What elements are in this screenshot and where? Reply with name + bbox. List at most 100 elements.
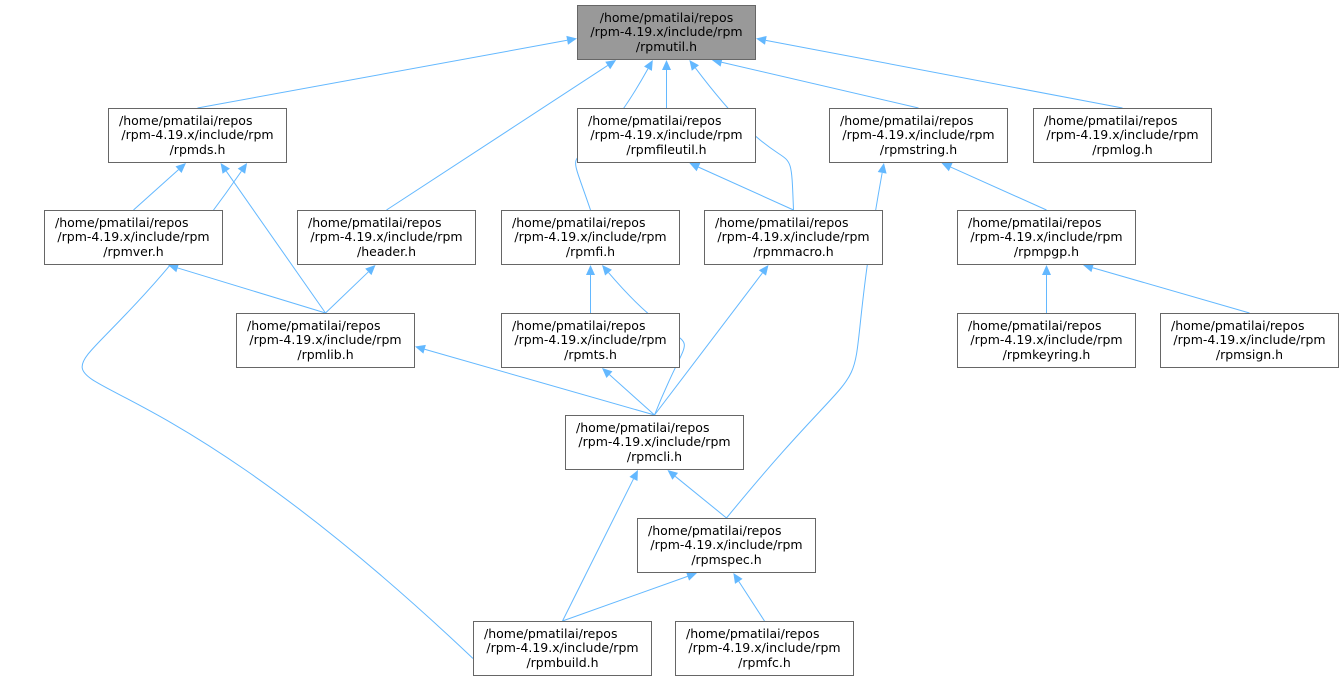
node-rpmlib-h[interactable]: /home/pmatilai/repos /rpm-4.19.x/include… xyxy=(236,313,415,368)
edge-rpmver-to-rpmds xyxy=(133,169,179,211)
node-label-line: /rpm-4.19.x/include/rpm xyxy=(590,127,743,143)
edge-rpmfc-to-rpmspec xyxy=(738,581,765,622)
node-label-line: /home/pmatilai/repos xyxy=(1171,317,1305,333)
edge-rpmsign-to-rpmpgp xyxy=(1092,267,1250,314)
node-label-line: /home/pmatilai/repos xyxy=(576,419,710,435)
node-rpmver-h[interactable]: /home/pmatilai/repos /rpm-4.19.x/include… xyxy=(44,210,223,265)
node-label-line: /rpm-4.19.x/include/rpm xyxy=(578,434,731,450)
node-label-line: /rpmstring.h xyxy=(879,141,958,157)
node-rpmstring-h[interactable]: /home/pmatilai/repos /rpm-4.19.x/include… xyxy=(829,108,1008,163)
node-rpmfileutil-h[interactable]: /home/pmatilai/repos /rpm-4.19.x/include… xyxy=(577,108,756,163)
edge-arrowhead xyxy=(1083,263,1094,273)
node-label-line: /home/pmatilai/repos xyxy=(247,317,381,333)
edge-rpmlib-to-rpmver xyxy=(177,267,326,314)
node-rpmmacro-h[interactable]: /home/pmatilai/repos /rpm-4.19.x/include… xyxy=(704,210,883,265)
node-label-line: /home/pmatilai/repos xyxy=(484,625,618,641)
node-rpmspec-h[interactable]: /home/pmatilai/repos /rpm-4.19.x/include… xyxy=(637,518,816,573)
node-label-line: /home/pmatilai/repos xyxy=(119,112,253,128)
edge-arrowhead xyxy=(168,263,179,273)
node-label-line: /rpmfileutil.h xyxy=(626,141,707,157)
node-label-line: /rpmspec.h xyxy=(691,551,762,567)
edge-rpmmacro-to-rpmfileutil xyxy=(698,166,794,211)
node-rpmcli-h[interactable]: /home/pmatilai/repos /rpm-4.19.x/include… xyxy=(565,415,744,470)
edge-rpmlog-to-rpmutil xyxy=(765,39,1123,109)
edge-arrowhead xyxy=(711,57,723,67)
node-header-h[interactable]: /home/pmatilai/repos /rpm-4.19.x/include… xyxy=(297,210,476,265)
edge-arrowhead xyxy=(644,60,653,71)
edge-arrowhead xyxy=(605,60,617,70)
edge-header-to-rpmutil xyxy=(386,65,609,211)
node-rpmutil-h: /home/pmatilai/repos /rpm-4.19.x/include… xyxy=(577,5,756,60)
node-label-line: /rpmlib.h xyxy=(297,346,354,362)
edge-arrowhead xyxy=(733,573,743,584)
node-label-line: /home/pmatilai/repos xyxy=(1044,112,1178,128)
edge-rpmbuild-to-rpmcli xyxy=(562,478,634,622)
node-rpmfi-h[interactable]: /home/pmatilai/repos /rpm-4.19.x/include… xyxy=(501,210,680,265)
node-rpmpgp-h[interactable]: /home/pmatilai/repos /rpm-4.19.x/include… xyxy=(957,210,1136,265)
edge-arrowhead xyxy=(667,470,679,480)
edge-rpmbuild-to-rpmds xyxy=(81,170,474,659)
node-label-line: /rpmsign.h xyxy=(1215,346,1284,362)
node-label-line: /home/pmatilai/repos xyxy=(55,214,189,230)
edge-rpmds-to-rpmutil xyxy=(197,39,568,109)
node-label-line: /rpm-4.19.x/include/rpm xyxy=(970,332,1123,348)
node-label-line: /rpm-4.19.x/include/rpm xyxy=(57,229,210,245)
node-label-line: /rpmlog.h xyxy=(1092,141,1153,157)
node-label-line: /rpm-4.19.x/include/rpm xyxy=(970,229,1123,245)
edge-rpmspec-to-rpmstring xyxy=(726,172,883,519)
node-label-line: /rpm-4.19.x/include/rpm xyxy=(249,332,402,348)
node-label-line: /rpm-4.19.x/include/rpm xyxy=(842,127,995,143)
edge-rpmlib-to-rpmds xyxy=(225,170,326,314)
node-label-line: /rpmutil.h xyxy=(635,38,698,54)
edge-arrowhead xyxy=(602,368,613,379)
edge-arrowhead xyxy=(1042,265,1051,275)
node-rpmkeyring-h[interactable]: /home/pmatilai/repos /rpm-4.19.x/include… xyxy=(957,313,1136,368)
edge-arrowhead xyxy=(566,35,577,45)
node-label-line: /rpmfi.h xyxy=(565,243,616,259)
edge-rpmcli-to-rpmmacro xyxy=(654,272,763,416)
edge-arrowhead xyxy=(689,163,701,172)
node-label-line: /rpm-4.19.x/include/rpm xyxy=(1173,332,1326,348)
edge-rpmbuild-to-rpmspec xyxy=(562,575,688,622)
edge-rpmcli-to-rpmlib xyxy=(424,348,655,416)
edge-arrowhead xyxy=(877,163,887,174)
node-rpmds-h[interactable]: /home/pmatilai/repos /rpm-4.19.x/include… xyxy=(108,108,287,163)
node-rpmts-h[interactable]: /home/pmatilai/repos /rpm-4.19.x/include… xyxy=(501,313,680,368)
node-label-line: /rpmds.h xyxy=(169,141,226,157)
edge-arrowhead xyxy=(415,344,426,354)
node-label-line: /rpmmacro.h xyxy=(753,243,834,259)
node-rpmbuild-h[interactable]: /home/pmatilai/repos /rpm-4.19.x/include… xyxy=(473,621,652,676)
edge-rpmstring-to-rpmutil xyxy=(721,61,919,109)
edge-rpmspec-to-rpmcli xyxy=(674,475,727,519)
node-label-line: /rpm-4.19.x/include/rpm xyxy=(688,640,841,656)
edge-arrowhead xyxy=(237,163,248,174)
node-label-line: /home/pmatilai/repos xyxy=(308,214,442,230)
edge-rpmpgp-to-rpmstring xyxy=(950,166,1047,211)
node-label-line: /rpmts.h xyxy=(564,346,617,362)
edge-arrowhead xyxy=(602,265,612,276)
node-label-line: /rpm-4.19.x/include/rpm xyxy=(310,229,463,245)
edge-arrowhead xyxy=(629,470,638,481)
edge-arrowhead xyxy=(689,60,699,71)
node-label-line: /home/pmatilai/repos xyxy=(599,9,734,25)
node-label-line: /rpmpgp.h xyxy=(1013,243,1080,259)
edge-arrowhead xyxy=(686,572,697,581)
node-label-line: /home/pmatilai/repos xyxy=(968,214,1102,230)
node-label-line: /home/pmatilai/repos xyxy=(588,112,722,128)
node-rpmfc-h[interactable]: /home/pmatilai/repos /rpm-4.19.x/include… xyxy=(675,621,854,676)
node-label-line: /rpmcli.h xyxy=(626,448,683,464)
node-label-line: /rpm-4.19.x/include/rpm xyxy=(514,332,667,348)
node-label-line: /rpm-4.19.x/include/rpm xyxy=(121,127,274,143)
node-rpmsign-h[interactable]: /home/pmatilai/repos /rpm-4.19.x/include… xyxy=(1160,313,1339,368)
node-label-line: /home/pmatilai/repos xyxy=(715,214,849,230)
edge-rpmlib-to-header xyxy=(325,271,369,314)
node-rpmlog-h[interactable]: /home/pmatilai/repos /rpm-4.19.x/include… xyxy=(1033,108,1212,163)
edge-arrowhead xyxy=(941,162,953,172)
node-label-line: /home/pmatilai/repos xyxy=(840,112,974,128)
edge-arrowhead xyxy=(175,163,186,174)
edge-arrowhead xyxy=(662,60,671,70)
edge-arrowhead xyxy=(756,35,767,45)
edge-arrowhead xyxy=(365,265,376,276)
node-label-line: /rpm-4.19.x/include/rpm xyxy=(717,229,870,245)
